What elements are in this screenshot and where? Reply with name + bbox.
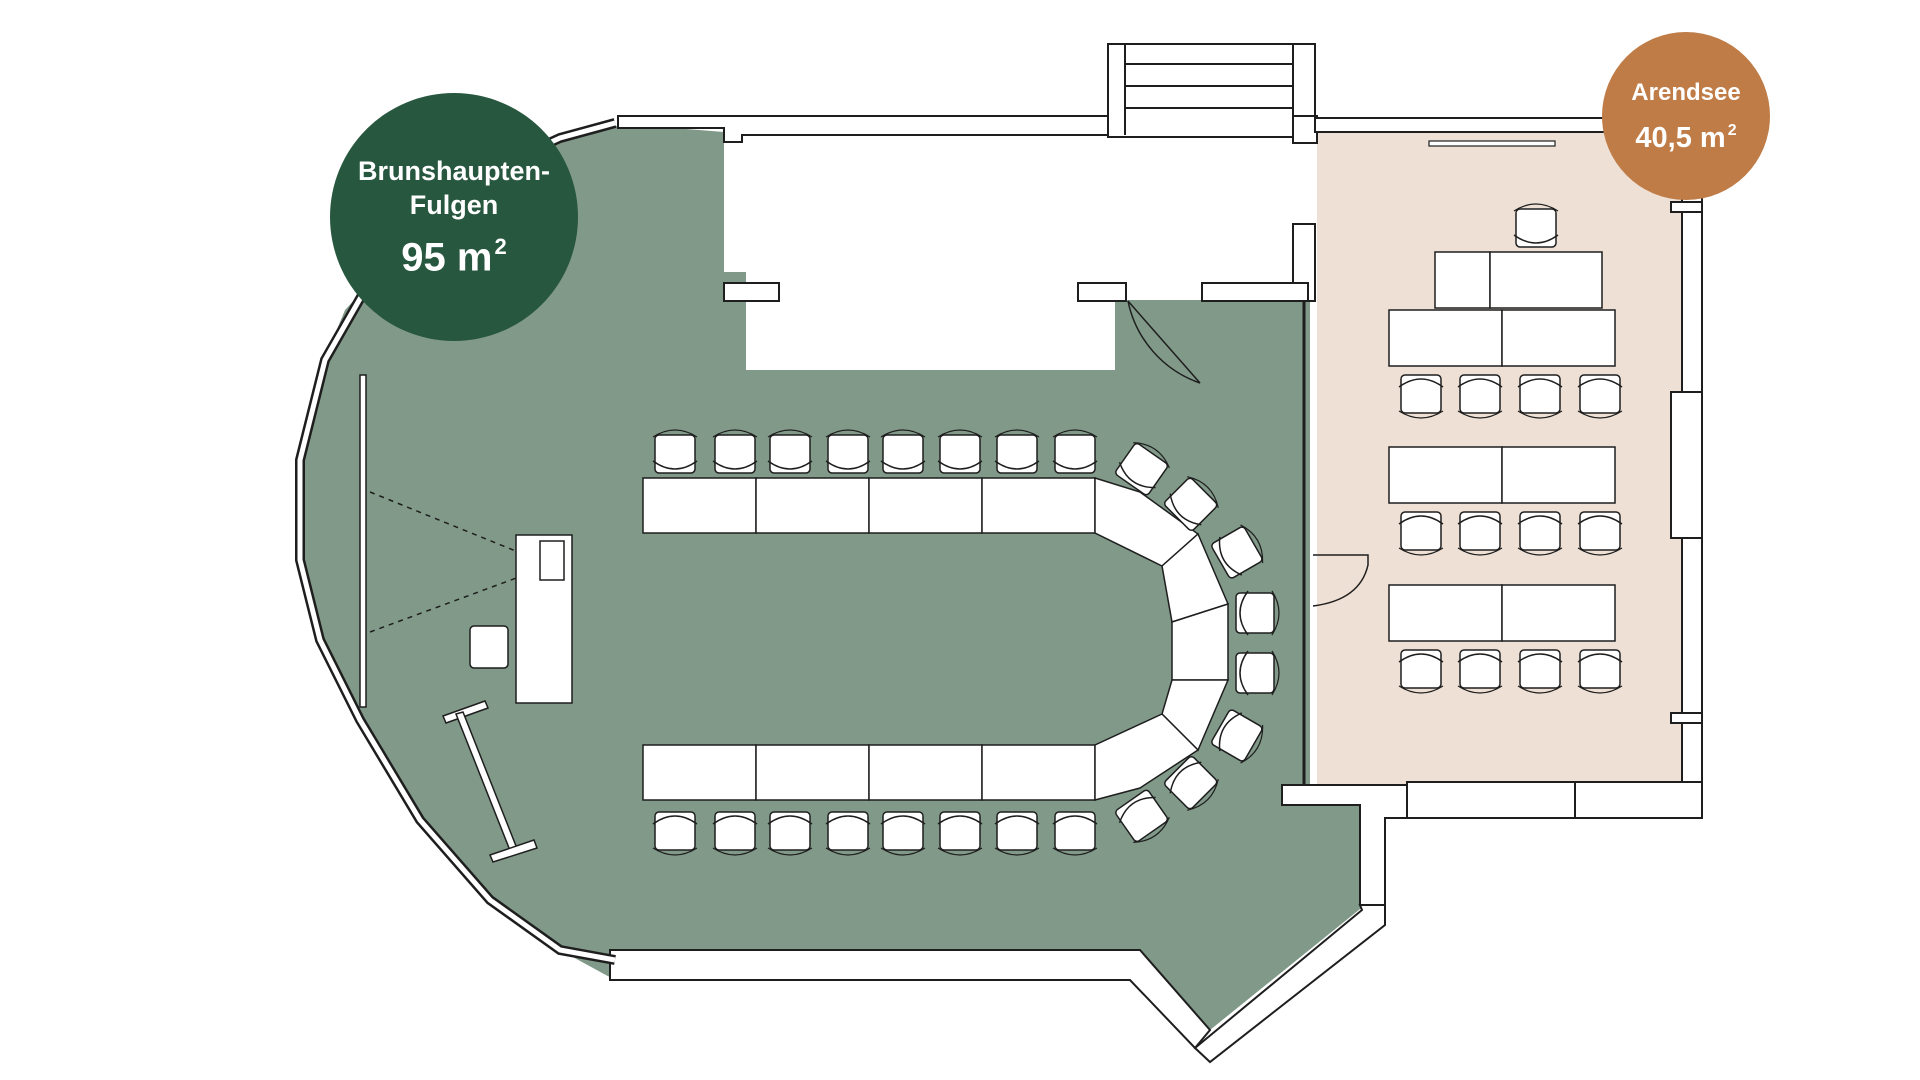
main-room-floor — [300, 124, 1365, 1030]
presenter-chair — [469, 625, 509, 669]
room-area-unit-sup: 2 — [1727, 121, 1737, 139]
room-area-value: 95 m — [401, 235, 493, 280]
chair — [712, 429, 758, 474]
chair — [880, 429, 926, 474]
chair — [880, 811, 926, 856]
main-room-chairs — [652, 429, 1280, 856]
chair — [1235, 650, 1280, 696]
chair — [1115, 789, 1170, 843]
chair — [1577, 649, 1623, 694]
room-name-line1: Brunshaupten- — [358, 155, 550, 186]
room-name: Arendsee — [1631, 78, 1741, 106]
door-swing-main — [1127, 300, 1369, 607]
chair — [1513, 203, 1559, 248]
chair — [652, 429, 698, 474]
room-area: 95 m2 — [401, 234, 506, 281]
chair — [994, 811, 1040, 856]
side-room-chairs — [1398, 203, 1623, 694]
chair — [1398, 374, 1444, 419]
room-area-unit-sup: 2 — [494, 233, 507, 259]
flipchart-stand — [441, 700, 538, 863]
room-badge-brunshaupten: Brunshaupten- Fulgen 95 m2 — [330, 93, 578, 341]
chair — [767, 429, 813, 474]
chair — [1211, 524, 1264, 579]
chair — [1164, 476, 1219, 531]
chair — [1577, 511, 1623, 556]
chair — [652, 811, 698, 856]
chair — [1052, 811, 1098, 856]
room-area-value: 40,5 m — [1635, 121, 1726, 154]
chair — [1398, 511, 1444, 556]
chair — [937, 811, 983, 856]
chair — [1115, 442, 1170, 496]
side-room-tables — [1388, 251, 1616, 642]
u-table — [642, 476, 1230, 801]
chair — [1164, 756, 1219, 811]
chair — [1517, 511, 1563, 556]
chair — [1457, 649, 1503, 694]
chair — [1457, 374, 1503, 419]
room-name-line2: Fulgen — [409, 189, 499, 220]
chair — [712, 811, 758, 856]
chair — [825, 429, 871, 474]
chair — [767, 811, 813, 856]
chair — [1577, 374, 1623, 419]
chair — [1211, 709, 1264, 764]
projector-beam — [369, 491, 539, 633]
chair — [1517, 649, 1563, 694]
chair — [1052, 429, 1098, 474]
side-lectern-line — [1428, 140, 1556, 147]
walls — [609, 43, 1703, 1064]
projection-screen — [359, 374, 367, 708]
chair — [994, 429, 1040, 474]
chair — [825, 811, 871, 856]
projector — [539, 540, 565, 581]
chair — [937, 429, 983, 474]
chair — [1235, 590, 1280, 636]
chair — [1457, 511, 1503, 556]
chair — [1398, 649, 1444, 694]
chair — [1517, 374, 1563, 419]
